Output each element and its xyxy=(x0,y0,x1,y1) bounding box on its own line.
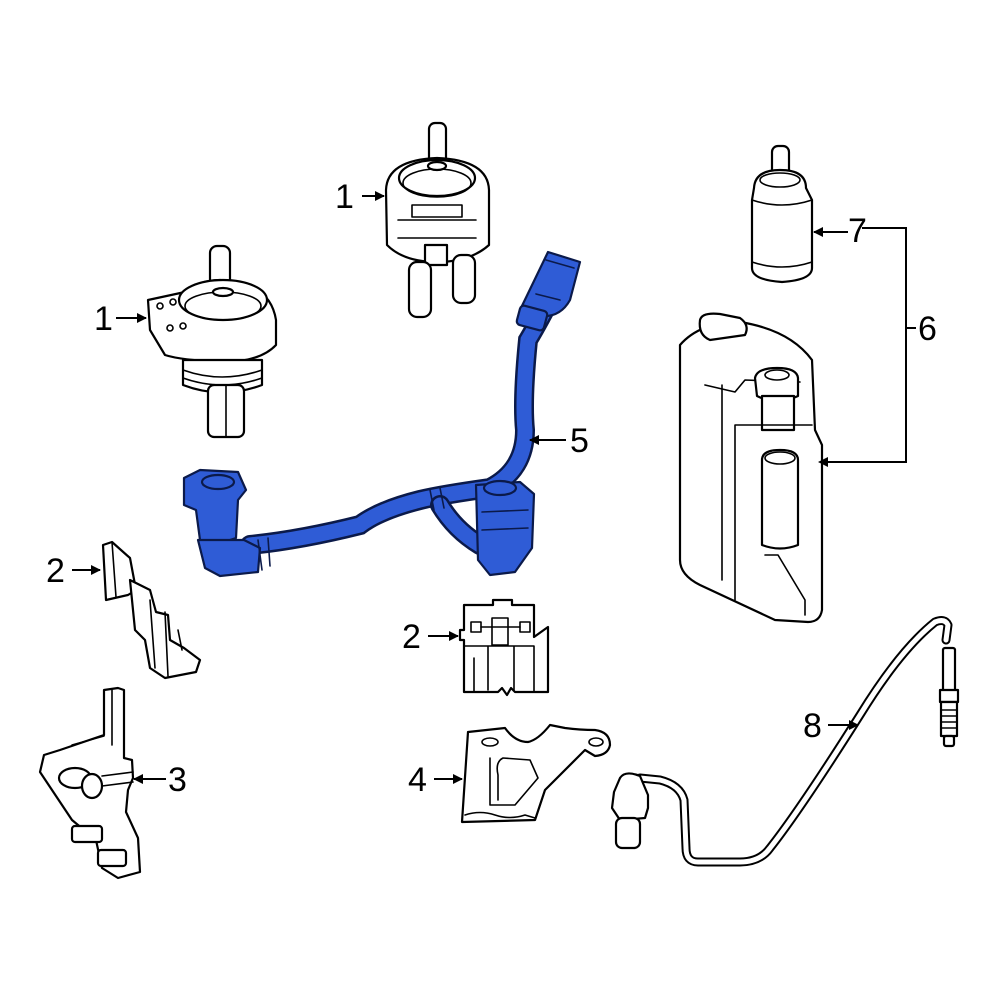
vent-valve-lower[interactable] xyxy=(146,244,278,439)
vent-valve-upper[interactable] xyxy=(384,121,491,319)
callout-6: 6 xyxy=(918,310,937,348)
callout-8: 8 xyxy=(803,707,822,745)
callout-2-left: 2 xyxy=(46,552,65,590)
leader-lines xyxy=(72,191,916,784)
filter[interactable] xyxy=(750,144,814,284)
callout-1-lower: 1 xyxy=(94,300,113,338)
clip-left[interactable] xyxy=(101,540,202,680)
callout-3: 3 xyxy=(168,761,187,799)
bracket-center[interactable] xyxy=(460,723,612,824)
callout-5: 5 xyxy=(570,422,589,460)
callout-4: 4 xyxy=(408,761,427,799)
callout-2-center: 2 xyxy=(402,618,421,656)
callout-7: 7 xyxy=(848,212,867,250)
bracket-left[interactable] xyxy=(38,686,142,880)
oxygen-sensor[interactable] xyxy=(610,616,960,867)
clip-center[interactable] xyxy=(458,598,550,697)
callout-1-upper: 1 xyxy=(335,178,354,216)
canister-assembly[interactable] xyxy=(678,312,824,624)
vent-hose-highlighted[interactable] xyxy=(182,250,582,578)
